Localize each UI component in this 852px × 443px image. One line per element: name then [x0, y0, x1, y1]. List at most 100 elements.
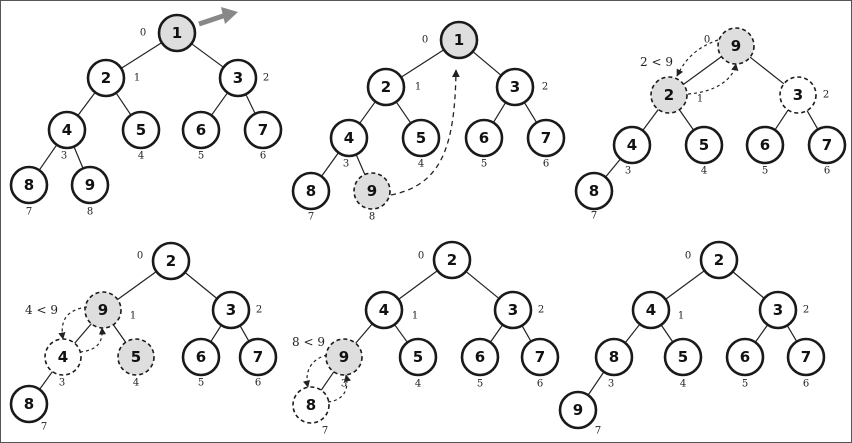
array-index-label: 3	[343, 159, 349, 170]
array-index-label: 1	[134, 73, 140, 84]
heap-node-value: 6	[196, 348, 206, 366]
heap-node-value: 6	[475, 348, 485, 366]
array-index-label: 7	[591, 211, 597, 222]
heap-node-value: 6	[760, 136, 770, 154]
heap-node	[495, 67, 535, 107]
array-index-label: 5	[198, 151, 204, 162]
heap-node	[699, 240, 739, 280]
array-index-label: 8	[369, 212, 375, 223]
array-index-label: 7	[26, 207, 32, 218]
heap-node-value: 8	[24, 395, 34, 413]
heap-node-value: 1	[172, 24, 182, 42]
array-index-label: 1	[412, 311, 418, 322]
tree-edge	[587, 371, 605, 396]
tree-edge	[210, 92, 229, 116]
heap-node	[432, 240, 472, 280]
heap-node	[47, 110, 87, 150]
heap-node-value: 2	[101, 69, 111, 87]
array-index-label: 3	[625, 166, 631, 177]
array-index-label: 7	[41, 422, 47, 433]
heap-node-value: 9	[731, 37, 741, 55]
heap-node	[807, 125, 847, 165]
array-index-label: 1	[130, 311, 136, 322]
heap-node	[329, 118, 369, 158]
array-index-label: 4	[680, 379, 686, 390]
heap-node	[558, 390, 598, 430]
heap-node	[211, 290, 251, 330]
heap-node-value: 4	[379, 301, 389, 319]
heap-node-value: 5	[413, 348, 423, 366]
tree-edge	[660, 324, 674, 343]
array-index-label: 4	[138, 151, 144, 162]
move-last-to-root-arrow-icon	[390, 69, 460, 196]
heap-node-value: 7	[822, 136, 832, 154]
tree-edge	[112, 324, 127, 343]
swap-down-arrow-icon	[302, 354, 328, 388]
heap-node-value: 4	[62, 121, 72, 139]
heap-node-value: 7	[253, 348, 263, 366]
tree-edge	[74, 323, 92, 344]
heap-node	[464, 118, 504, 158]
heap-node	[574, 171, 614, 211]
tree-edge	[806, 110, 819, 130]
comparison-label: 2 < 9	[640, 55, 673, 69]
tree-edge	[774, 109, 789, 131]
heap-node	[86, 58, 126, 98]
swap-up-arrow-icon	[79, 327, 107, 353]
tree-edge	[523, 102, 538, 123]
heap-node	[70, 165, 110, 205]
heap-node-value: 8	[589, 182, 599, 200]
heap-node-value: 6	[196, 121, 206, 139]
heap-node-value: 5	[678, 348, 688, 366]
heap-node	[758, 290, 798, 330]
heap-node	[439, 20, 479, 60]
heap-node-value: 9	[85, 176, 95, 194]
tree-edge	[321, 152, 339, 177]
array-index-label: 0	[422, 35, 428, 46]
comparison-label: 4 < 9	[25, 303, 58, 317]
heap-node-value: 5	[699, 136, 709, 154]
tree-edge	[184, 271, 218, 300]
heap-node-value: 9	[98, 301, 108, 319]
tree-edge	[732, 271, 765, 299]
remove-root-arrowhead-icon	[221, 7, 238, 24]
array-index-label: 0	[685, 251, 691, 262]
heap-node-value: 3	[226, 301, 236, 319]
array-index-label: 0	[418, 251, 424, 262]
heap-node-value: 8	[609, 348, 619, 366]
heap-node	[520, 337, 560, 377]
array-index-label: 2	[256, 305, 262, 316]
tree-edge	[359, 101, 376, 124]
heap-node-value: 7	[258, 121, 268, 139]
heap-node	[291, 171, 331, 211]
heap-node-value: 2	[447, 251, 457, 269]
array-index-label: 2	[542, 82, 548, 93]
tree-edge	[465, 270, 500, 300]
heap-node	[398, 337, 438, 377]
array-index-label: 7	[308, 212, 314, 223]
heap-node-value: 7	[541, 129, 551, 147]
heap-node-value: 1	[454, 31, 464, 49]
array-index-label: 2	[823, 90, 829, 101]
array-index-label: 6	[803, 379, 809, 390]
heap-node	[9, 165, 49, 205]
tree-edge	[398, 270, 438, 300]
heap-node-value: 4	[58, 348, 68, 366]
heap-node-value: 4	[646, 301, 656, 319]
heap-node	[364, 290, 404, 330]
heap-node	[238, 337, 278, 377]
heap-node-value: 6	[479, 129, 489, 147]
tree-edge	[472, 51, 502, 76]
array-index-label: 8	[87, 207, 93, 218]
heap-node	[526, 118, 566, 158]
heap-node-value: 9	[573, 401, 583, 419]
swap-down-arrow-icon	[676, 39, 719, 77]
heap-node	[218, 58, 258, 98]
tree-edge	[239, 325, 250, 342]
heap-node-value: 8	[24, 176, 34, 194]
array-index-label: 3	[59, 378, 65, 389]
heap-node-value: 2	[664, 86, 674, 104]
tree-edge	[665, 270, 705, 300]
array-index-label: 0	[140, 28, 146, 39]
